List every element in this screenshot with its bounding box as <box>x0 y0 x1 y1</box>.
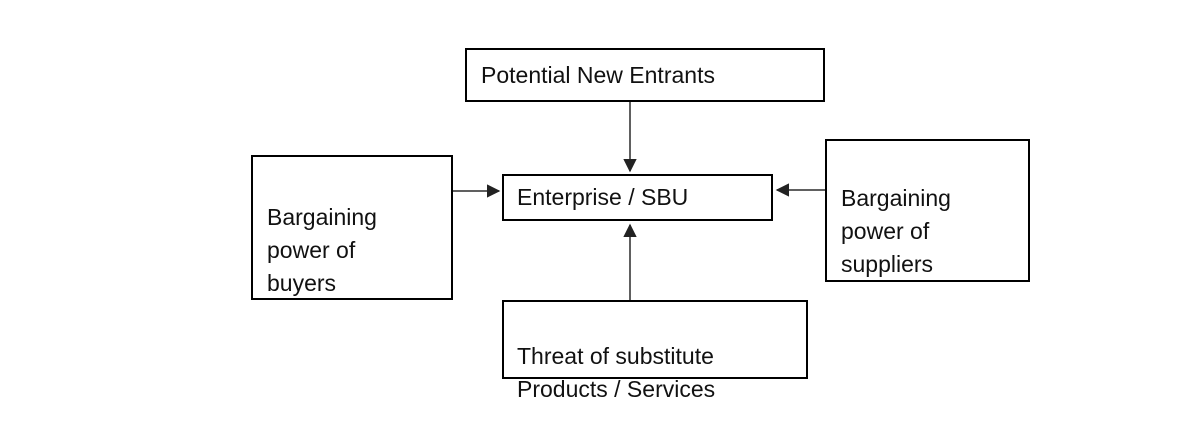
node-potential-new-entrants: Potential New Entrants <box>465 48 825 102</box>
node-threat-of-substitutes: Threat of substitute Products / Services <box>502 300 808 402</box>
node-bargaining-power-of-suppliers-label: Bargaining power of suppliers <box>841 185 951 277</box>
node-threat-of-substitutes-label: Threat of substitute Products / Services <box>517 343 716 402</box>
node-bargaining-power-of-suppliers: Bargaining power of suppliers <box>825 139 1030 282</box>
node-bargaining-power-of-buyers-label: Bargaining power of buyers <box>267 204 377 296</box>
node-enterprise-sbu-label: Enterprise / SBU <box>517 184 689 210</box>
node-bargaining-power-of-buyers: Bargaining power of buyers <box>251 155 453 300</box>
node-enterprise-sbu: Enterprise / SBU <box>502 174 773 221</box>
node-potential-new-entrants-label: Potential New Entrants <box>481 61 715 88</box>
